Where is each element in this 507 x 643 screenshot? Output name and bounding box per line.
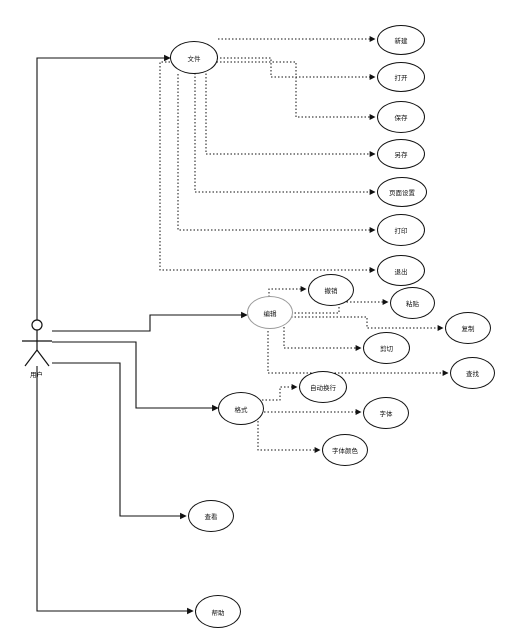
include-exit <box>159 61 376 273</box>
usecase-font-color[interactable]: 字体颜色 <box>322 434 368 466</box>
usecase-save[interactable]: 保存 <box>377 101 425 133</box>
actor-figure <box>22 319 52 367</box>
include-undo <box>268 286 307 297</box>
actor-label: 用户 <box>30 371 43 379</box>
include-word-wrap <box>262 384 298 401</box>
include-copy <box>291 316 444 331</box>
association-help <box>36 366 194 615</box>
include-paste <box>291 299 389 314</box>
usecase-cut[interactable]: 剪切 <box>363 332 410 364</box>
include-font-color <box>257 421 321 453</box>
include-page-setup <box>194 73 376 195</box>
association-format <box>52 341 219 412</box>
usecase-find[interactable]: 查找 <box>450 357 495 389</box>
usecase-word-wrap[interactable]: 自动换行 <box>299 371 347 403</box>
include-print <box>177 74 376 233</box>
usecase-view[interactable]: 查看 <box>188 500 234 532</box>
usecase-save-as[interactable]: 另存 <box>377 139 425 169</box>
association-edit <box>52 311 248 332</box>
usecase-copy[interactable]: 复制 <box>445 312 491 344</box>
include-find <box>267 331 449 376</box>
include-open <box>213 57 376 80</box>
association-file <box>36 54 171 320</box>
usecase-file[interactable]: 文件 <box>170 41 218 74</box>
include-save <box>213 61 376 120</box>
association-view <box>52 362 187 520</box>
include-save-as <box>205 70 376 157</box>
usecase-open[interactable]: 打开 <box>377 62 425 92</box>
include-cut <box>283 327 362 351</box>
usecase-format[interactable]: 格式 <box>218 392 264 425</box>
usecase-page-setup[interactable]: 页面设置 <box>377 177 427 207</box>
usecase-font[interactable]: 字体 <box>363 397 409 429</box>
usecase-print[interactable]: 打印 <box>377 214 425 246</box>
usecase-undo[interactable]: 撤销 <box>308 274 354 306</box>
usecase-paste[interactable]: 粘贴 <box>390 287 435 319</box>
usecase-help[interactable]: 帮助 <box>195 595 241 628</box>
usecase-edit[interactable]: 编辑 <box>247 296 293 329</box>
usecase-new[interactable]: 新建 <box>377 25 425 55</box>
usecase-exit[interactable]: 退出 <box>377 255 425 286</box>
